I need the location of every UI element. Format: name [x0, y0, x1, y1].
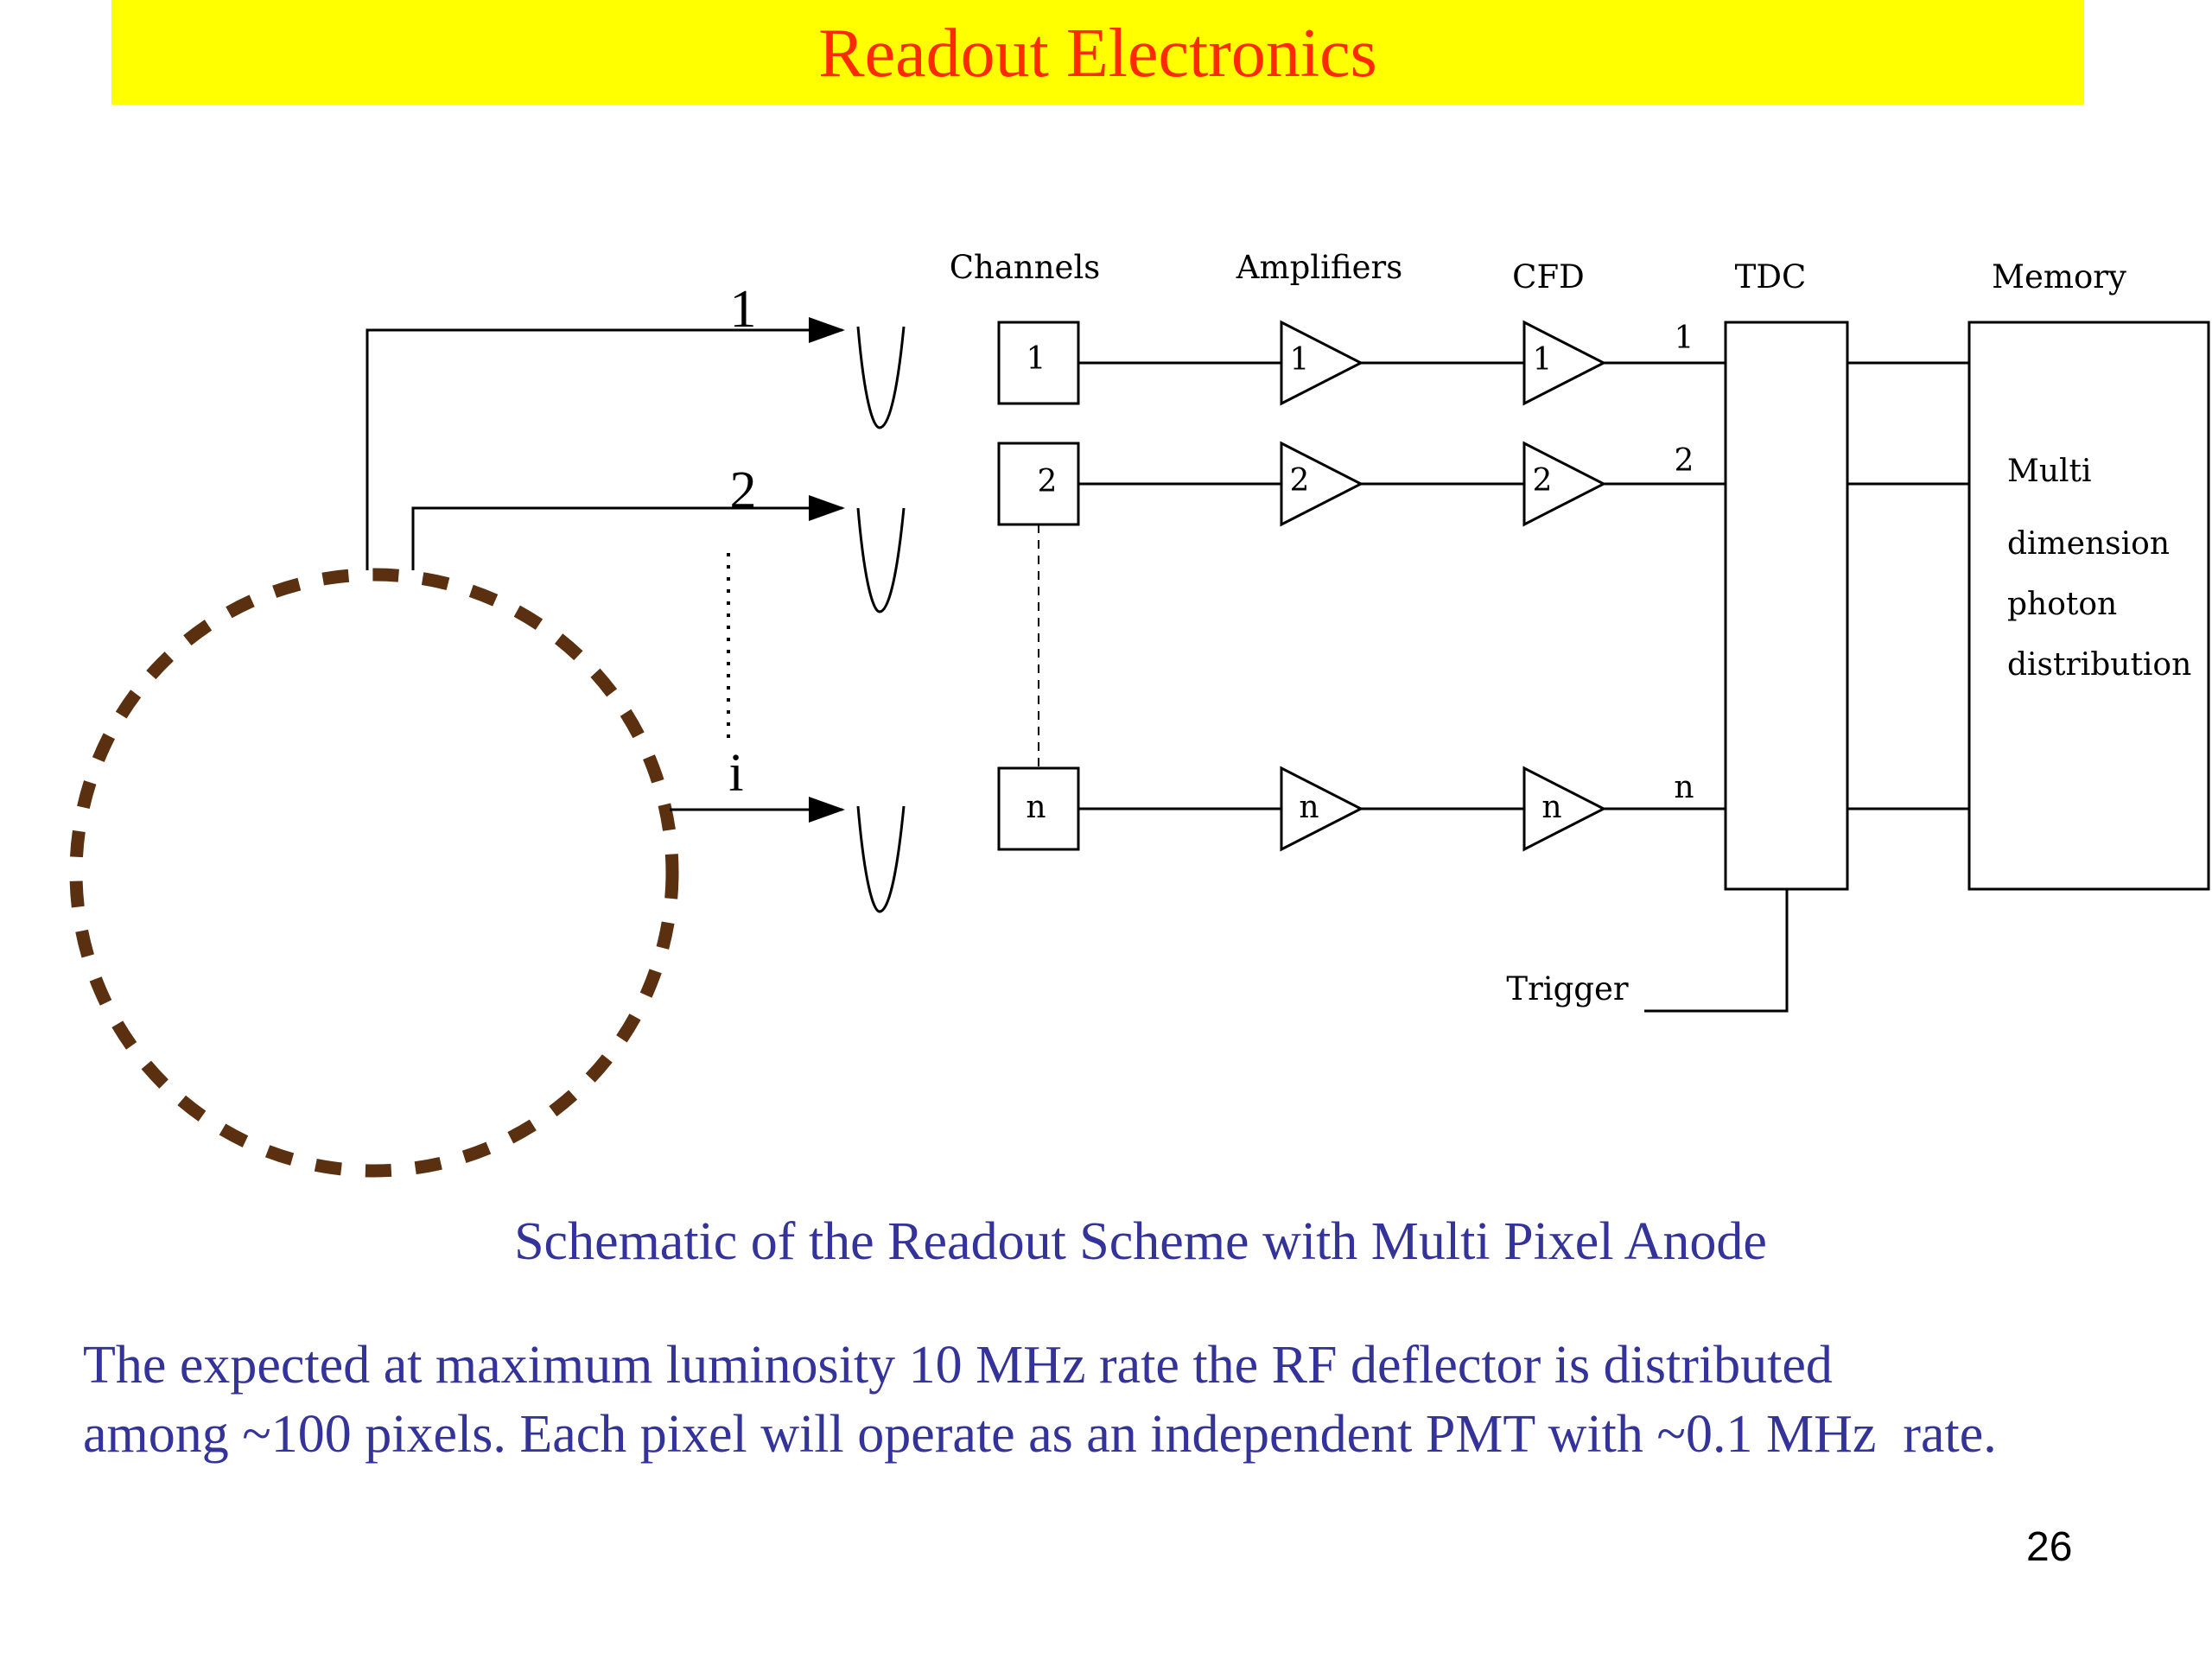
- header-memory: Memory: [1992, 258, 2126, 296]
- amplifier-label-n: n: [1299, 790, 1319, 825]
- pulse-shapes: [856, 326, 906, 913]
- memory-text-line-3: photon: [2007, 587, 2117, 622]
- page-number: 26: [2026, 1524, 2073, 1570]
- pixel-label-1: 1: [730, 280, 757, 339]
- header-amplifiers: Amplifiers: [1236, 249, 1402, 286]
- amplifier-label-1: 1: [1290, 342, 1310, 378]
- slide-title: Readout Electronics: [818, 16, 1377, 92]
- memory-text-line-1: Multi: [2007, 454, 2092, 489]
- cfd-label-2: 2: [1533, 463, 1553, 499]
- trigger-line: [1644, 889, 1789, 1013]
- channel-label-1: 1: [1027, 341, 1046, 377]
- header-channels: Channels: [950, 249, 1101, 286]
- amplifier-label-2: 2: [1290, 463, 1310, 499]
- pixel-lines: [365, 317, 845, 823]
- channel-label-2: 2: [1038, 464, 1058, 499]
- tdc-input-label-1: 1: [1675, 321, 1694, 356]
- pixel-label-2: 2: [730, 461, 757, 520]
- memory-text-line-4: distribution: [2007, 647, 2191, 683]
- signal-lines: [1078, 361, 1969, 810]
- tdc-input-label-2: 2: [1675, 443, 1694, 479]
- cfd-label-1: 1: [1533, 342, 1553, 378]
- pixel-label-i: i: [728, 744, 743, 803]
- body-paragraph: The expected at maximum luminosity 10 MH…: [83, 1331, 2157, 1469]
- channel-boxes: [997, 321, 1080, 851]
- cfd-label-n: n: [1541, 790, 1561, 825]
- tdc-input-label-n: n: [1674, 770, 1694, 805]
- cfd-triangles: [1522, 320, 1607, 852]
- anode-ring: [69, 568, 679, 1178]
- body-line-2: among ~100 pixels. Each pixel will opera…: [83, 1405, 1997, 1464]
- channel-label-n: n: [1026, 790, 1046, 825]
- memory-box: [1967, 321, 2210, 891]
- header-cfd: CFD: [1512, 258, 1585, 296]
- tdc-box: [1724, 321, 1849, 891]
- amplifier-triangles: [1280, 320, 1364, 852]
- memory-text-line-2: dimension: [2007, 526, 2170, 562]
- diagram-caption: Schematic of the Readout Scheme with Mul…: [514, 1212, 1767, 1271]
- trigger-label: Trigger: [1506, 970, 1628, 1007]
- header-tdc: TDC: [1735, 258, 1807, 296]
- title-bar: Readout Electronics: [111, 0, 2084, 105]
- body-line-1: The expected at maximum luminosity 10 MH…: [83, 1336, 1833, 1395]
